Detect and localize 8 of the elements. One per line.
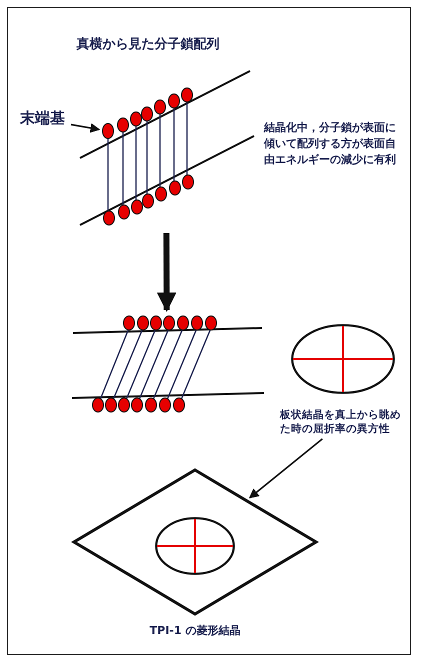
title: 真横から見た分子鎖配列	[76, 36, 220, 54]
arrow	[249, 438, 323, 498]
note-text: 板状結晶を真上から眺めた時の屈折率の異方性	[280, 409, 402, 436]
crystal-caption: TPI-1 の菱形結晶	[148, 624, 242, 639]
note-text: 結晶化中，分子鎖が表面に傾いて配列する方が表面自由エネルギーの減少に有利	[264, 120, 397, 168]
part-label: 末端基	[20, 109, 66, 128]
arrow	[157, 232, 176, 312]
leader-arrow	[70, 123, 100, 133]
